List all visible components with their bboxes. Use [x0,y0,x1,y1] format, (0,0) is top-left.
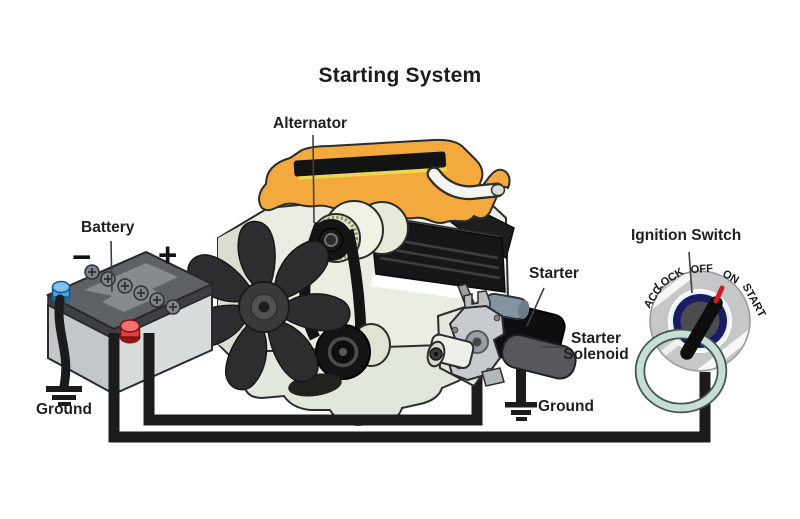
cooling-fan [181,220,351,391]
ground-symbol-starter [505,402,537,421]
key-ring [636,330,726,412]
starter-foot [481,367,505,387]
battery-plus-sign: + [158,236,178,273]
ignition-key [680,296,723,360]
engine-illustration [181,138,515,427]
starter-pointer-line [526,287,545,327]
positive-terminal [119,319,141,344]
hose [428,168,503,198]
battery-illustration [45,250,215,396]
starter-label: Starter [529,265,579,282]
battery-cell-caps [84,264,181,315]
hose-end [490,183,506,197]
starter-solenoid-label-line2: Solenoid [563,346,629,363]
starter-illustration [426,283,577,388]
battery-pointer-line [110,240,113,293]
pointer-lines [110,134,693,348]
battery-label: Battery [81,219,135,236]
starter-solenoid-label: Starter Solenoid [548,331,644,363]
starter-solenoid-label-line1: Starter [571,330,621,347]
red-indicator-mark [713,285,725,304]
battery-minus-sign: − [72,238,92,275]
panel-ridge [379,256,501,280]
battery-ground-cable [54,294,71,391]
alternator-pointer-line [312,134,315,224]
crank-pulley [315,324,371,380]
valve-cover-stripe [293,151,447,180]
starter-solenoid-body [501,333,577,380]
nose-cap-dot [434,352,438,356]
diagram-title: Starting System [318,64,482,87]
alternator-label: Alternator [273,115,348,132]
ground-symbol-battery [46,386,82,406]
position-off: OFF [690,263,713,277]
starter-ground-label: Ground [538,398,594,415]
ignition-pointer-line [688,251,693,294]
battery-ground-label: Ground [36,401,92,418]
ignition-switch-label: Ignition Switch [631,227,742,244]
panel-ridge [381,246,500,270]
battery-to-starter-cable [143,333,483,426]
housing-hub-center [472,337,482,347]
